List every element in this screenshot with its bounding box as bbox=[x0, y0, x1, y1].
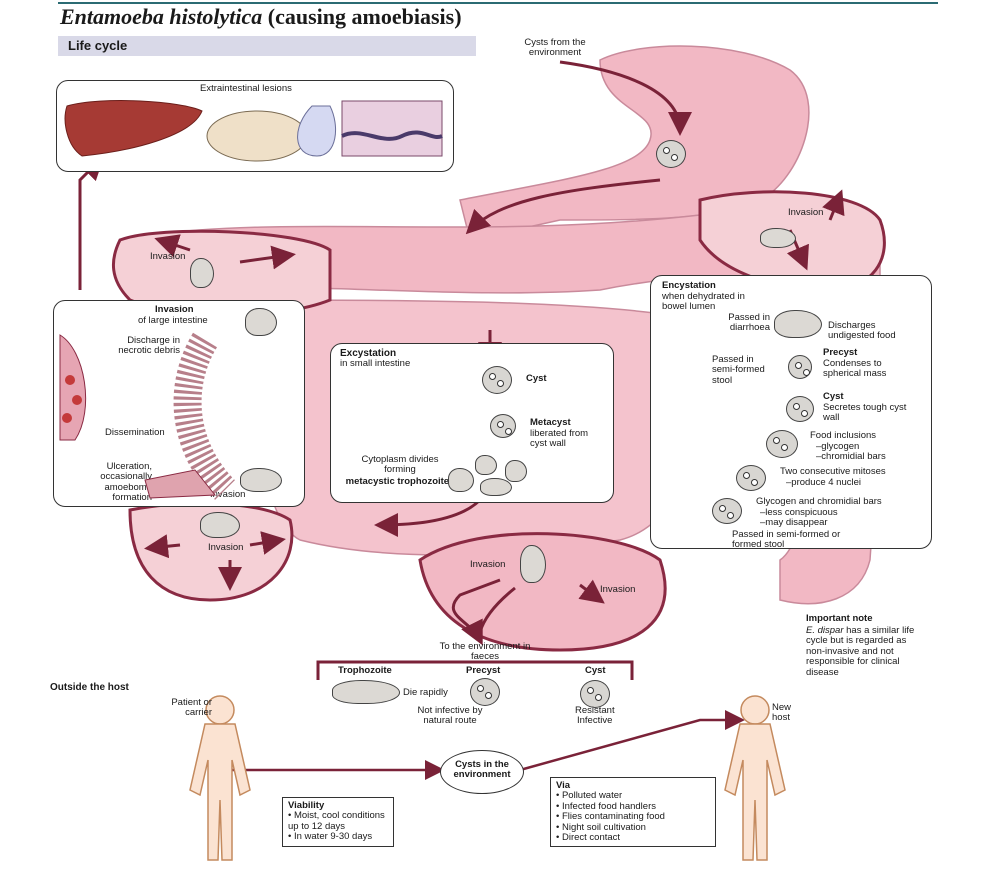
title-rule bbox=[58, 2, 938, 4]
env-precyst bbox=[470, 678, 500, 706]
cytoplasm-label: Cytoplasm divides forming bbox=[361, 454, 439, 476]
discharge-label: Discharge in necrotic debris bbox=[118, 335, 180, 357]
food-inclusions-label: Food inclusions bbox=[810, 430, 877, 441]
outside-host-label: Outside the host bbox=[50, 682, 129, 693]
via-item: • Flies contaminating food bbox=[556, 811, 665, 823]
section-header: Life cycle bbox=[58, 36, 476, 56]
encystation-title: Encystation bbox=[662, 280, 716, 291]
important-note-title: Important note bbox=[806, 613, 873, 624]
important-note-body: E. dispar has a similar life cycle but i… bbox=[806, 625, 915, 678]
cyst-secretes-label: Secretes tough cyst wall bbox=[823, 402, 907, 424]
invasion-label-caecum: Invasion bbox=[208, 542, 244, 553]
trophozoite-left bbox=[190, 258, 214, 288]
encystation-sub: when dehydrated in bowel lumen bbox=[662, 291, 745, 313]
infective-label: Infective bbox=[577, 715, 613, 726]
metacyst-sub: liberated from cyst wall bbox=[530, 428, 589, 450]
via-item: • Infected food handlers bbox=[556, 800, 656, 812]
cysts-in-environment: Cysts in the environment bbox=[440, 750, 524, 794]
encystation-trophozoite bbox=[774, 310, 822, 338]
page-title: Entamoeba histolytica (causing amoebiasi… bbox=[60, 4, 462, 29]
food-inclusions-cyst bbox=[766, 430, 798, 458]
trophozoite-caecum bbox=[200, 512, 240, 538]
to-environment-label: To the environment in faeces bbox=[439, 641, 531, 663]
metacystic-trophozoite-2 bbox=[475, 455, 497, 475]
two-mitoses-label: Two consecutive mitoses bbox=[780, 466, 886, 477]
via-item: • Direct contact bbox=[556, 832, 621, 844]
invasion-label-left: Invasion bbox=[150, 251, 186, 262]
extraintestinal-label: Extraintestinal lesions bbox=[200, 83, 292, 94]
encystation-cyst-icon bbox=[786, 396, 814, 422]
env-cyst bbox=[580, 680, 610, 708]
organ-illustrations bbox=[64, 100, 443, 162]
die-rapidly-label: Die rapidly bbox=[403, 687, 448, 698]
invasion-large-title: Invasion bbox=[155, 304, 194, 315]
viability-item: • Moist, cool conditions up to 12 days bbox=[288, 810, 385, 832]
excystation-title: Excystation bbox=[340, 348, 397, 359]
cyst-secretes-title: Cyst bbox=[823, 391, 844, 402]
trophozoite-right bbox=[760, 228, 796, 248]
not-infective-label: Not infective by natural route bbox=[417, 705, 483, 727]
discharges-food-label: Discharges undigested food bbox=[828, 320, 896, 342]
passed-formed-label: Passed in semi-formed or formed stool bbox=[732, 529, 841, 551]
invasion-label-right: Invasion bbox=[788, 207, 824, 218]
chromidial-label: –chromidial bars bbox=[816, 451, 886, 462]
metacyst-icon bbox=[490, 414, 516, 438]
passed-diarrhoea-label: Passed in diarrhoea bbox=[728, 312, 770, 334]
via-item: • Polluted water bbox=[556, 790, 623, 802]
metacystic-label: metacystic trophozoites bbox=[345, 476, 455, 487]
new-host-figure bbox=[724, 695, 786, 861]
invasion-large-sub: of large intestine bbox=[138, 315, 208, 326]
trophozoite-invasion bbox=[240, 468, 282, 492]
viability-box: Viability • Moist, cool conditions up to… bbox=[282, 797, 394, 847]
dissemination-label: Dissemination bbox=[105, 427, 165, 438]
glyco-less-label: Glycogen and chromidial bars bbox=[756, 496, 882, 507]
new-host-label: New host bbox=[772, 702, 792, 724]
via-title: Via bbox=[556, 780, 571, 791]
viability-title: Viability bbox=[288, 800, 325, 811]
trophozoite-discharge bbox=[245, 308, 277, 336]
cysts-env-line1: Cysts in the bbox=[455, 759, 509, 770]
invasion-box-label: Invasion bbox=[210, 489, 246, 500]
liver-icon bbox=[64, 100, 203, 157]
produce4-label: –produce 4 nuclei bbox=[786, 477, 861, 488]
may-disappear-label: –may disappear bbox=[760, 517, 828, 528]
patient-figure bbox=[189, 695, 251, 861]
cyst-label: Cyst bbox=[526, 373, 547, 384]
trophozoite-header: Trophozoite bbox=[338, 665, 392, 676]
patient-label: Patient or carrier bbox=[171, 697, 212, 719]
blood-vessel-icon bbox=[59, 334, 87, 441]
resistant-label: Resistant bbox=[575, 705, 615, 716]
env-trophozoite bbox=[332, 680, 400, 704]
trophozoite-sigmoid bbox=[520, 545, 546, 583]
invasion-label-sigmoid-2: Invasion bbox=[600, 584, 636, 595]
precyst-sub: Condenses to spherical mass bbox=[823, 358, 887, 380]
metacystic-trophozoite-4 bbox=[480, 478, 512, 496]
cysts-from-environment-label: Cysts from the environment bbox=[524, 37, 586, 59]
precyst-icon bbox=[788, 355, 812, 379]
cyst-header: Cyst bbox=[585, 665, 606, 676]
cysts-env-line2: environment bbox=[453, 769, 511, 781]
metacyst-label: Metacyst bbox=[530, 417, 571, 428]
glycogen-label: –glycogen bbox=[816, 441, 860, 452]
via-box: Via • Polluted water • Infected food han… bbox=[550, 777, 716, 847]
tissue-icon bbox=[341, 100, 443, 157]
intestinal-wall-illustration bbox=[59, 332, 236, 500]
mitoses-cyst bbox=[736, 465, 766, 491]
precyst-label: Precyst bbox=[823, 347, 858, 358]
brain-icon bbox=[206, 110, 308, 162]
precyst-header: Precyst bbox=[466, 665, 501, 676]
passed-semiformed-label: Passed in semi-formed stool bbox=[712, 354, 765, 386]
stomach-cyst bbox=[656, 140, 686, 168]
excystation-cyst bbox=[482, 366, 512, 394]
invasion-label-sigmoid-1: Invasion bbox=[470, 559, 506, 570]
ulceration-label: Ulceration, occasionally amoeboma format… bbox=[100, 461, 152, 504]
metacystic-trophozoite-3 bbox=[505, 460, 527, 482]
metacystic-trophozoite-1 bbox=[448, 468, 474, 492]
less-conspicuous-label: –less conspicuous bbox=[760, 507, 838, 518]
viability-item: • In water 9-30 days bbox=[288, 831, 373, 843]
excystation-sub: in small intestine bbox=[340, 358, 411, 369]
mature-cyst bbox=[712, 498, 742, 524]
via-item: • Night soil cultivation bbox=[556, 821, 646, 833]
